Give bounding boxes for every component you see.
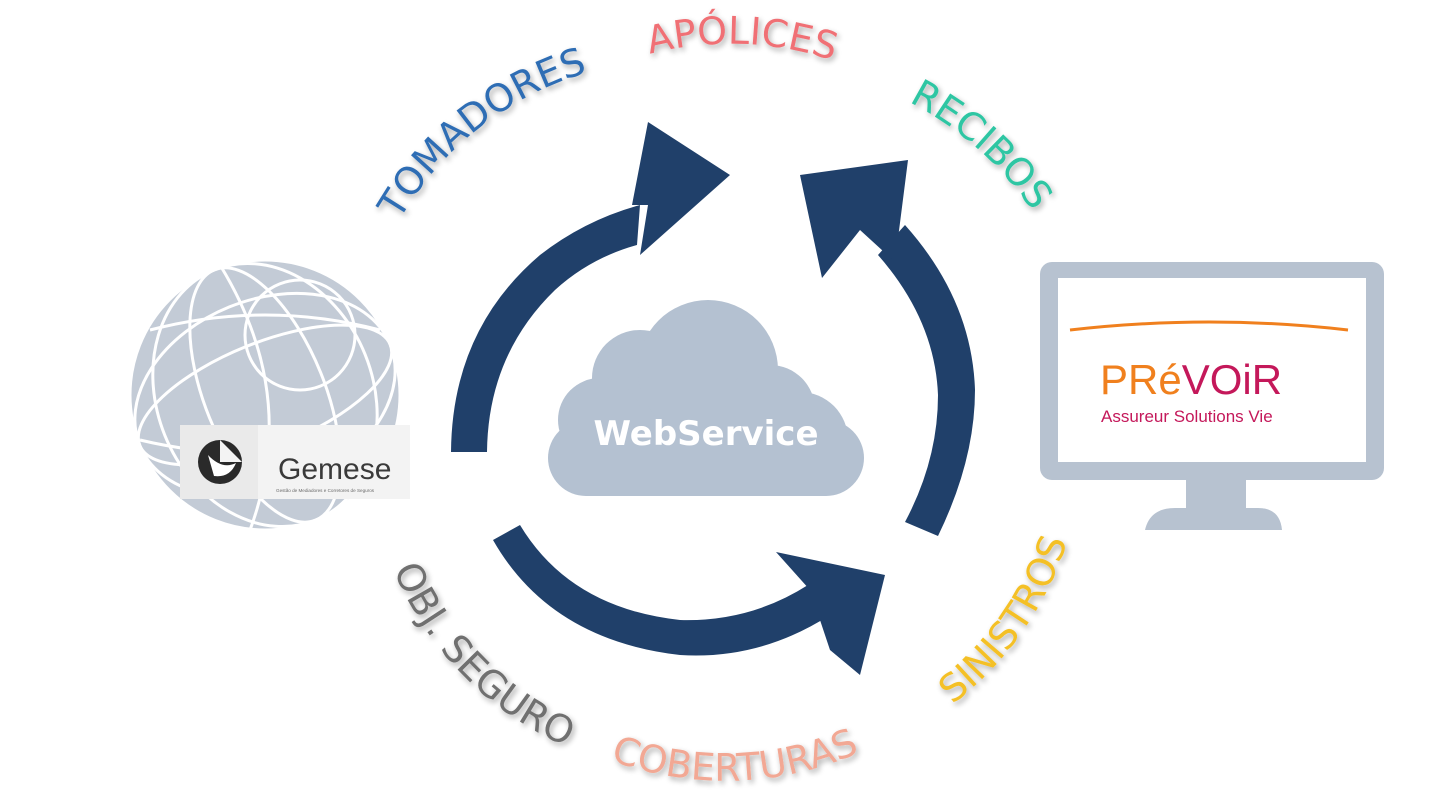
prevoir-swoosh-icon (1069, 320, 1349, 332)
prevoir-monitor: PRéVOiR Assureur Solutions Vie (1040, 262, 1384, 530)
sync-arrows (451, 122, 975, 675)
arrow-bottom-icon (493, 525, 830, 656)
prevoir-brand-pre: PRé (1100, 356, 1182, 403)
gemese-globe-logo: Gemese Gestão de Mediadores e Corretores… (128, 258, 410, 532)
gemese-name: Gemese (278, 453, 391, 486)
gemese-mark-icon (198, 440, 242, 484)
arrow-left-head-icon (632, 122, 730, 255)
arrow-right-icon (878, 225, 975, 536)
webservice-label: WebService (593, 414, 818, 454)
webservice-cloud: WebService (548, 300, 864, 496)
cloud-icon (548, 300, 864, 496)
arrow-right-head-icon (800, 160, 908, 278)
monitor-screen (1058, 278, 1366, 462)
prevoir-brand-post: VOiR (1182, 356, 1282, 403)
label-sinistros: SINISTROS (930, 529, 1076, 711)
label-tomadores: TOMADORES (369, 39, 591, 226)
arrow-bottom-head-icon (776, 552, 885, 675)
prevoir-tagline: Assureur Solutions Vie (1101, 407, 1273, 426)
prevoir-wordmark: PRéVOiR (1100, 356, 1282, 403)
label-recibos: RECIBOS (904, 71, 1061, 217)
label-coberturas: COBERTURAS (607, 720, 863, 790)
gemese-tagline: Gestão de Mediadores e Corretores de Seg… (276, 488, 375, 493)
label-apolices: APÓLICES (642, 8, 843, 69)
arrow-left-icon (451, 205, 640, 452)
